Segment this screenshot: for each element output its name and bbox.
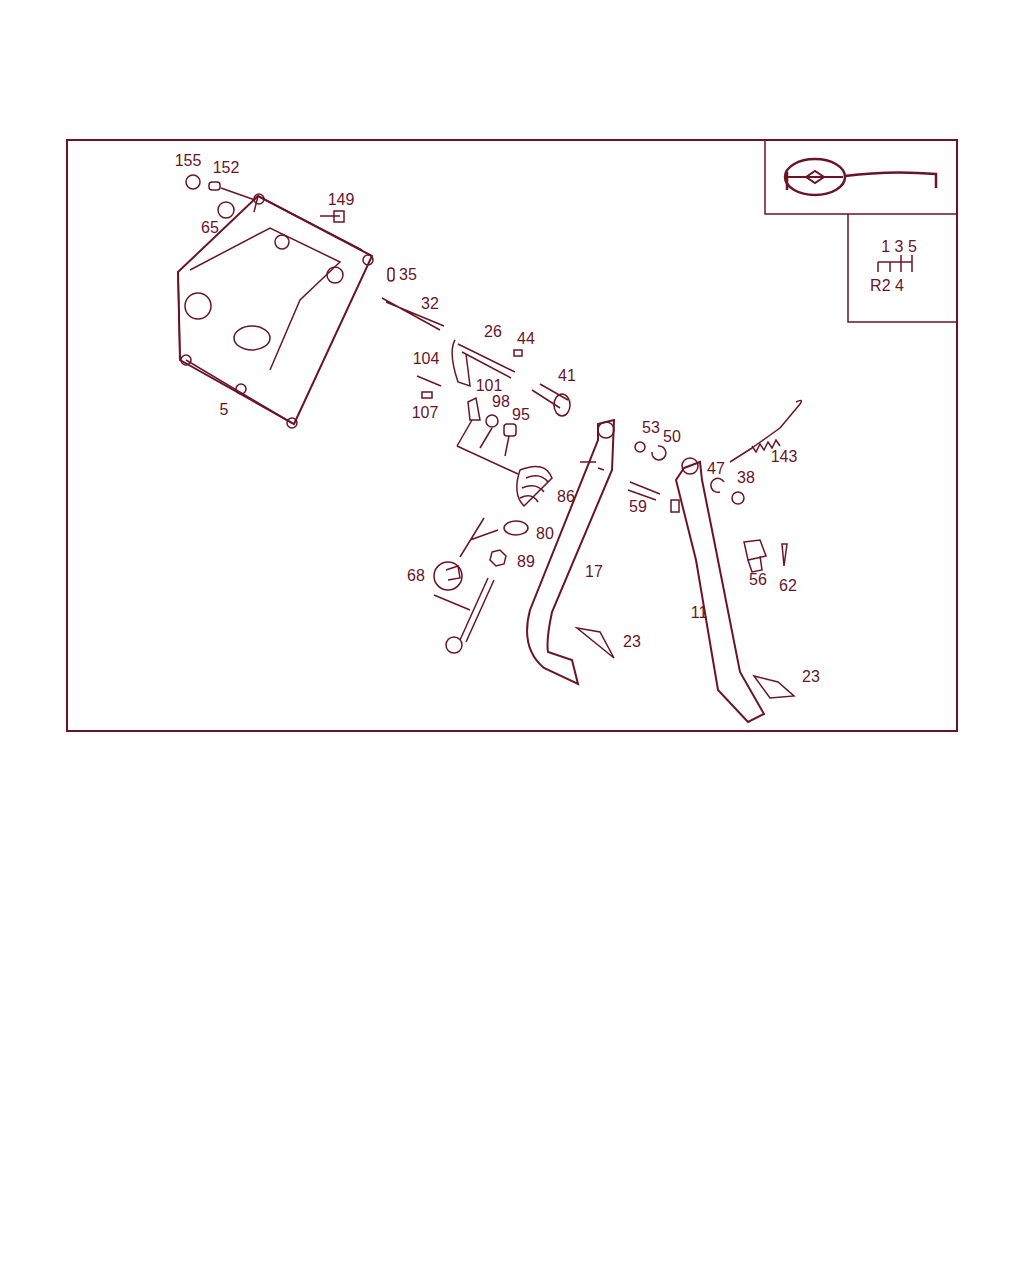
callout-number: 56 [749,572,767,588]
callout-number: 155 [175,153,202,169]
callout-number: 143 [771,449,798,465]
callout-number: 23 [802,669,820,685]
callout-number: 59 [629,499,647,515]
callout-number: 152 [213,160,240,176]
callout-number: 104 [413,351,440,367]
callout-number: 80 [536,526,554,542]
callout-number: 23 [623,634,641,650]
callout-number: 11 [691,605,708,621]
callout-number: 17 [585,564,603,580]
callout-number: 47 [707,461,725,477]
callout-number: 5 [220,402,229,418]
callout-number: 65 [201,220,219,236]
callout-number: R2 4 [870,278,904,294]
callout-number: 1 3 5 [881,239,917,255]
callout-number: 101 [476,378,503,394]
callout-number: 50 [663,429,681,445]
callout-number: 32 [421,296,439,312]
callout-number: 53 [642,420,660,436]
callout-number: 38 [737,470,755,486]
callout-number: 26 [484,324,502,340]
callout-number: 44 [517,331,535,347]
callout-number: 89 [517,554,535,570]
callout-number: 41 [558,368,576,384]
callout-number: 35 [399,267,417,283]
callout-number: 68 [407,568,425,584]
callout-number: 86 [557,489,575,505]
callout-number: 149 [328,192,355,208]
callout-number: 62 [779,578,797,594]
callout-number: 107 [412,405,439,421]
callout-number: 98 [492,394,510,410]
callout-number: 95 [512,407,530,423]
